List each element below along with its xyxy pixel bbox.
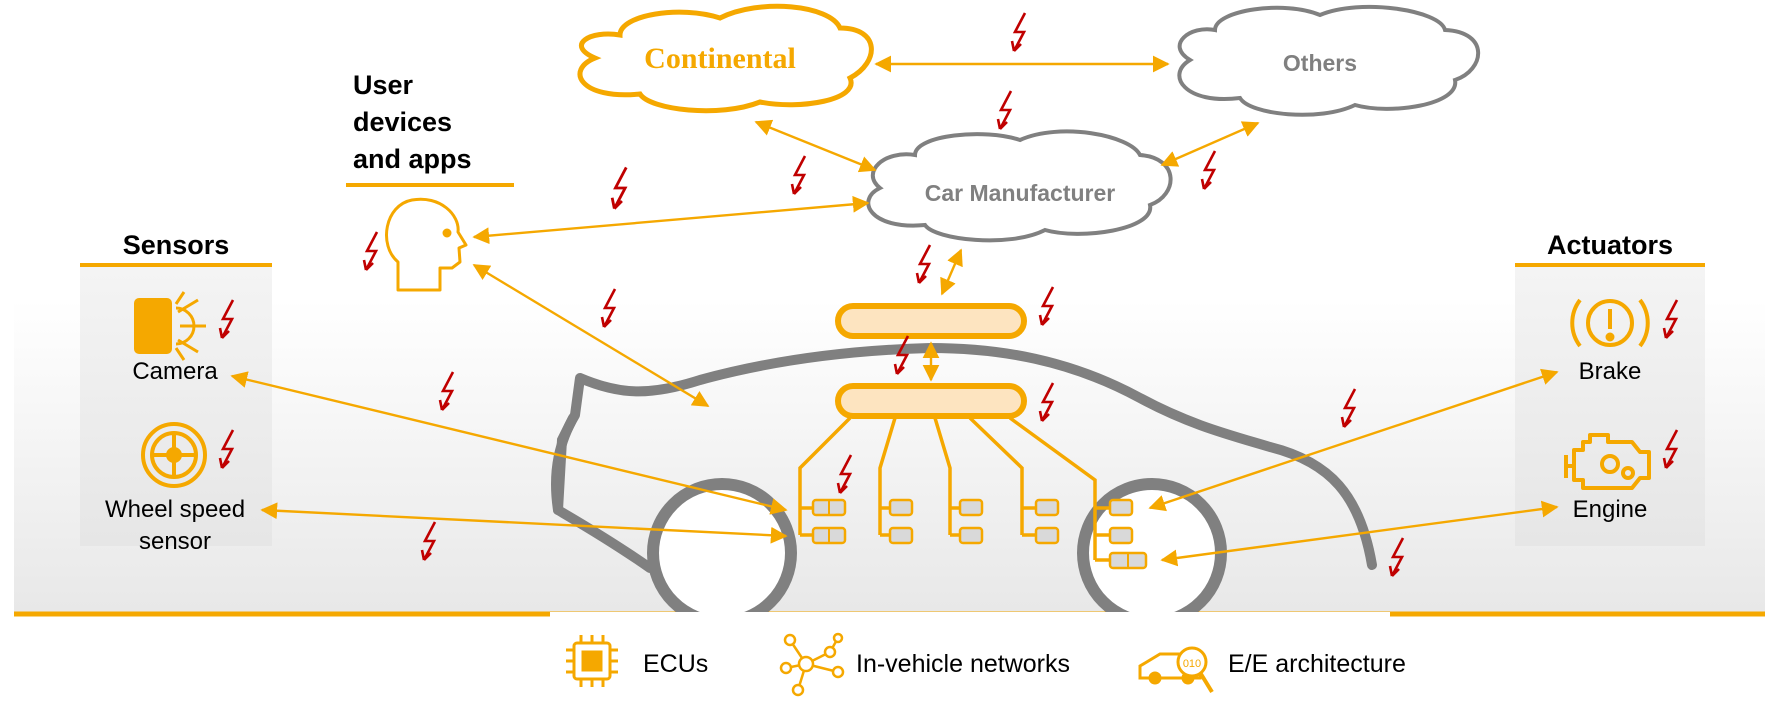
camera-icon [134, 291, 206, 361]
svg-text:010: 010 [1183, 658, 1201, 670]
legend-ee-label: E/E architecture [1228, 650, 1406, 678]
brake-label: Brake [1578, 358, 1642, 385]
legend-networks-label: In-vehicle networks [856, 650, 1070, 678]
continental-logo: Continental [644, 42, 796, 75]
sensors-heading: Sensors [122, 230, 230, 260]
communication-arrows [230, 55, 1559, 567]
ee-architecture-icon: 010 [1138, 646, 1214, 694]
others-cloud[interactable] [1177, 4, 1481, 117]
brake-warning-icon [1570, 298, 1650, 348]
engine-label: Engine [1572, 496, 1648, 523]
attack-bolt-icon [1010, 12, 1027, 52]
legend-ecus-label: ECUs [643, 650, 709, 678]
attack-bolt-icon [790, 155, 807, 195]
actuators-underline [1515, 263, 1705, 267]
sensors-underline [80, 263, 272, 267]
gateway-top[interactable] [835, 303, 1027, 339]
camera-label: Camera [132, 358, 218, 385]
user-head-icon [385, 197, 468, 292]
attack-bolt-icon [1200, 150, 1217, 190]
user-devices-underline [346, 183, 514, 187]
user-devices-heading-line2: devices [353, 107, 453, 137]
car-manufacturer-label: Car Manufacturer [924, 180, 1116, 206]
continental-cloud[interactable] [577, 3, 874, 114]
engine-icon [1564, 433, 1651, 490]
attack-bolt-icon [362, 230, 379, 272]
wheel-speed-label-line2: sensor [138, 528, 212, 555]
network-nodes-icon [779, 632, 845, 697]
actuators-heading: Actuators [1546, 230, 1674, 260]
front-wheel [1077, 478, 1227, 628]
ecu-divider-lines [828, 500, 1129, 568]
ecu-chip-icon [566, 635, 618, 687]
wheel-speed-icon [141, 422, 207, 488]
rear-wheel [647, 478, 797, 628]
attack-bolt-icon [915, 244, 932, 284]
gateway-main[interactable] [835, 383, 1027, 419]
user-devices-heading-line3: and apps [353, 144, 472, 174]
wheel-speed-label-line1: Wheel speed [104, 496, 246, 523]
user-devices-heading-line1: User [353, 70, 414, 100]
others-cloud-label: Others [1282, 50, 1358, 76]
attack-bolt-icon [610, 165, 629, 211]
attack-bolt-icon [996, 90, 1013, 130]
